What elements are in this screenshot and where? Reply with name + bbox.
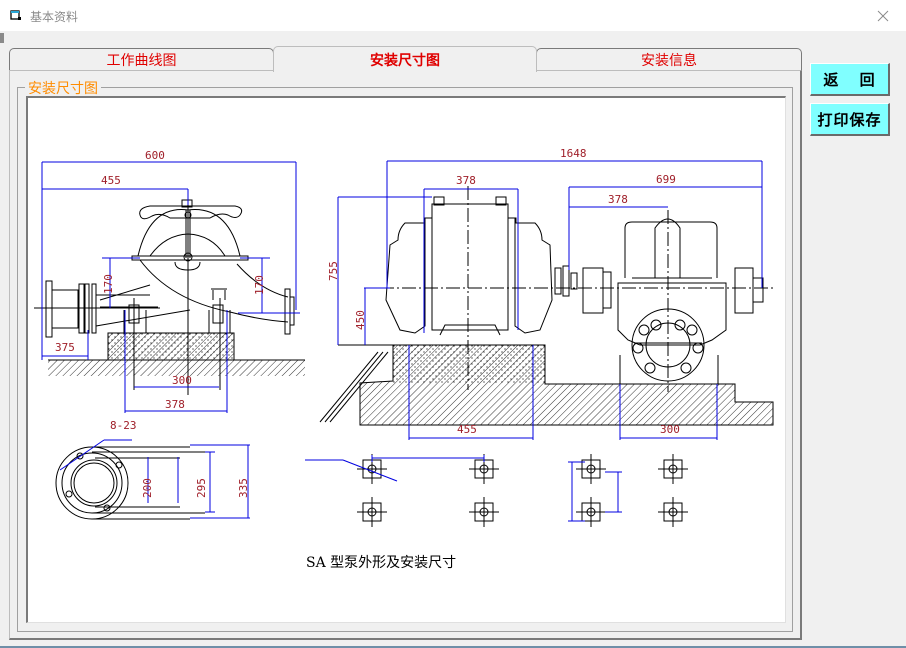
dim-overall-length: 1648 [560, 147, 587, 160]
flange-view-dimensions [59, 439, 250, 519]
dim-overall-width: 600 [145, 149, 165, 162]
title-bar: 基本资料 [0, 0, 906, 31]
tab-strip: 工作曲线图 安装尺寸图 安装信息 [9, 46, 802, 72]
drawing-caption: SA 型泵外形及安装尺寸 [306, 555, 456, 571]
dim-to-center: 455 [101, 174, 121, 187]
window-edge [0, 33, 4, 43]
return-button[interactable]: 返 回 [810, 63, 890, 96]
tab-install-dimensions[interactable]: 安装尺寸图 [273, 46, 537, 72]
front-view [319, 186, 775, 426]
window-title: 基本资料 [30, 10, 79, 24]
tab-work-curve[interactable]: 工作曲线图 [9, 48, 274, 70]
side-view [34, 190, 305, 395]
tab-install-info[interactable]: 安装信息 [536, 48, 802, 70]
dim-motor-feet: 378 [456, 174, 476, 187]
foundation-bolt-plan [357, 454, 688, 527]
window-bottom-edge [0, 646, 906, 648]
dim-inlet-length: 375 [55, 341, 75, 354]
dim-inner-diameter: 200 [141, 478, 154, 498]
dim-pump-base: 300 [660, 423, 680, 436]
pump-drawing: 600 455 170 170 375 300 378 8-23 200 295… [34, 147, 775, 571]
dim-pump-to-center: 378 [608, 193, 628, 206]
dim-pump-to-end: 699 [656, 173, 676, 186]
front-view-dimensions [337, 160, 763, 440]
side-view-dimensions [41, 161, 300, 413]
dim-foot-spacing-outer: 378 [165, 398, 185, 411]
dim-bolt-holes: 8-23 [110, 419, 137, 432]
install-dimension-groupbox [17, 87, 793, 632]
dim-motor-base: 455 [457, 423, 477, 436]
dim-total-height: 755 [327, 261, 340, 281]
dim-shaft-height: 450 [354, 310, 367, 330]
dim-right-height: 170 [253, 275, 266, 295]
groupbox-legend: 安装尺寸图 [25, 78, 101, 98]
print-save-button[interactable]: 打印保存 [810, 103, 890, 136]
dim-left-height: 170 [102, 274, 115, 294]
close-button[interactable] [860, 0, 906, 31]
dim-foot-spacing-inner: 300 [172, 374, 192, 387]
bolt-plan-dimensions [305, 455, 622, 522]
app-window-icon [10, 10, 21, 20]
dim-bolt-circle: 295 [195, 478, 208, 498]
dim-outer-diameter: 335 [237, 478, 250, 498]
flange-view [55, 446, 205, 520]
close-x-icon [877, 10, 889, 21]
